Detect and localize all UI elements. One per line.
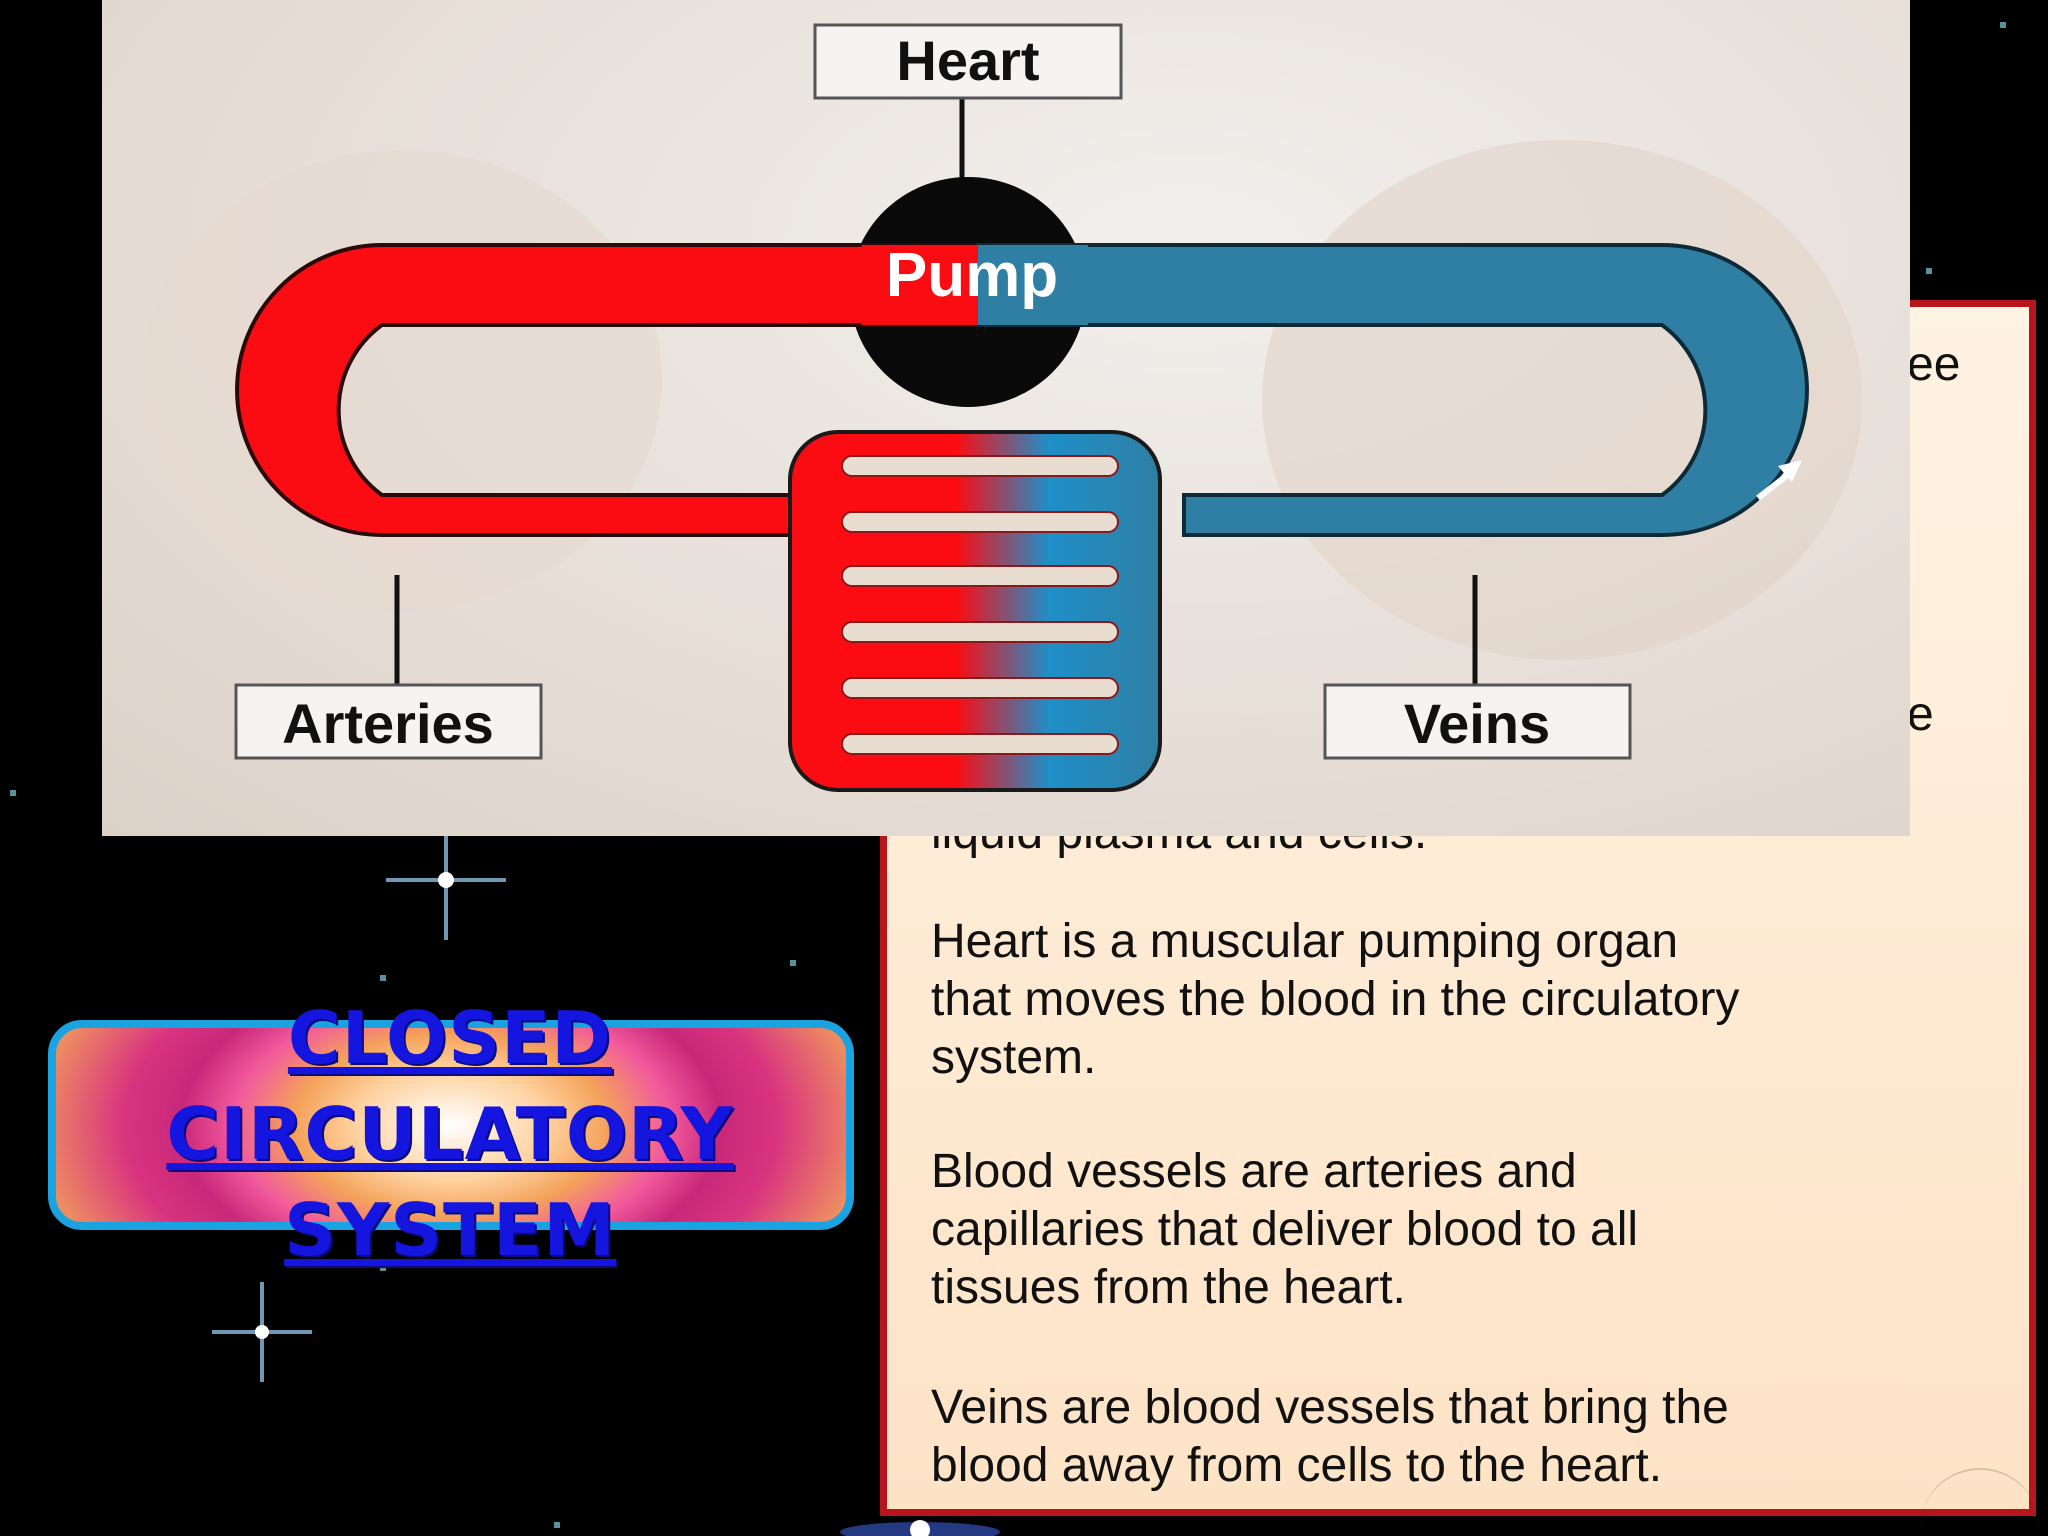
veins-description: Veins are blood vessels that bring the b… — [931, 1381, 1729, 1492]
watermark — [1920, 1468, 2040, 1530]
arteries-label: Arteries — [282, 692, 494, 755]
flow-arrow-icon — [1756, 460, 1802, 501]
veins-label: Veins — [1404, 692, 1550, 755]
artery-loop — [235, 243, 980, 537]
star-dot — [1926, 268, 1932, 274]
clipped-text-fragment: e — [1907, 688, 1934, 741]
heart-description: Heart is a muscular pumping organ that m… — [931, 915, 1740, 1084]
title-badge — [48, 1020, 854, 1230]
circulatory-diagram: Heart Pump Arteries Veins — [102, 0, 1910, 836]
pump-label: Pump — [886, 241, 1058, 310]
sparkle-icon — [386, 820, 506, 940]
star-dot — [2000, 22, 2006, 28]
star-dot — [380, 975, 386, 981]
star-dot — [380, 1265, 386, 1271]
sparkle-icon — [212, 1282, 312, 1382]
heart-label: Heart — [896, 29, 1039, 92]
star-dot — [554, 1522, 560, 1528]
vein-loop — [976, 243, 1809, 537]
arteries-label-box — [234, 683, 543, 760]
star-dot — [10, 790, 16, 796]
clipped-text-fragment: ee — [1907, 338, 1961, 391]
star-dot — [790, 960, 796, 966]
heart-label-box — [813, 23, 1123, 100]
slide-title: CLOSED CIRCULATORY SYSTEM — [166, 996, 734, 1272]
veins-label-box — [1323, 683, 1632, 760]
sparkle-icon — [840, 1520, 1000, 1536]
capillary-channels — [841, 455, 1119, 755]
blood-vessels-description: Blood vessels are arteries and capillari… — [931, 1145, 1639, 1314]
